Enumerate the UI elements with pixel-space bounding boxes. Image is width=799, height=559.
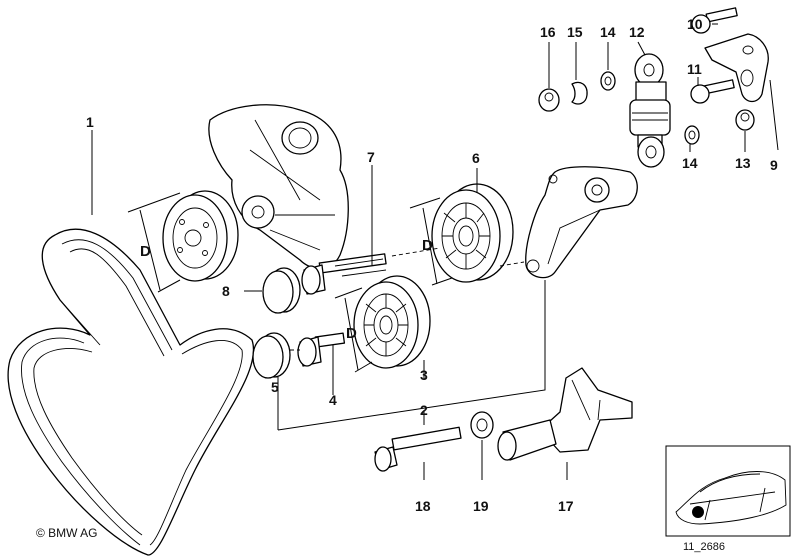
- callout-15[interactable]: 15: [567, 24, 583, 40]
- callout-3[interactable]: 3: [420, 367, 428, 383]
- callout-16[interactable]: 16: [540, 24, 556, 40]
- callout-7[interactable]: 7: [367, 149, 375, 165]
- dimension-d-idler-lower: D: [346, 325, 357, 342]
- callout-13[interactable]: 13: [735, 155, 751, 171]
- assembly-line-6: [391, 247, 441, 257]
- callout-14-upper[interactable]: 14: [600, 24, 616, 40]
- vehicle-locator-thumbnail[interactable]: [665, 445, 791, 537]
- part-16-sleeve[interactable]: [538, 88, 560, 112]
- callout-19[interactable]: 19: [473, 498, 489, 514]
- water-pump: [208, 104, 349, 270]
- dimension-d-pulley: D: [140, 243, 151, 260]
- part-4-bolt[interactable]: [297, 332, 346, 367]
- part-10-bolt[interactable]: [691, 7, 738, 34]
- part-5-cap[interactable]: [252, 332, 291, 379]
- callout-9[interactable]: 9: [770, 157, 778, 173]
- callout-6[interactable]: 6: [472, 150, 480, 166]
- part-12-tensioner[interactable]: [629, 53, 671, 168]
- callout-18[interactable]: 18: [415, 498, 431, 514]
- part-14-washer-upper[interactable]: [600, 71, 616, 91]
- part-17-support[interactable]: [497, 367, 633, 461]
- callout-labels: 1 2 3 4 5 6 7 8 9 10 11 12 13 14 14 15 1…: [86, 16, 778, 514]
- part-18-bolt[interactable]: [374, 426, 462, 472]
- dimension-d-idler-upper: D: [422, 237, 433, 254]
- part-9-bracket[interactable]: [525, 166, 638, 279]
- part-6-idler-pulley[interactable]: [409, 183, 514, 286]
- callout-12[interactable]: 12: [629, 24, 645, 40]
- part-3-idler-pulley[interactable]: [334, 275, 431, 373]
- tensioner-mount-bracket: [704, 33, 769, 103]
- part-15-clip[interactable]: [571, 81, 588, 105]
- part-1-ribbed-belt[interactable]: [7, 228, 255, 556]
- copyright-notice: © BMW AG: [36, 526, 98, 540]
- drawing-reference: 11_2686: [683, 541, 725, 553]
- part-14-washer-lower[interactable]: [684, 125, 700, 145]
- callout-14-lower[interactable]: 14: [682, 155, 698, 171]
- location-marker-icon: [692, 506, 704, 518]
- callout-2[interactable]: 2: [420, 402, 428, 418]
- part-7-bolt[interactable]: [301, 253, 387, 295]
- callout-1[interactable]: 1: [86, 114, 94, 130]
- part-19-washer[interactable]: [470, 411, 494, 439]
- callout-11[interactable]: 11: [687, 61, 702, 77]
- callout-17[interactable]: 17: [558, 498, 574, 514]
- belt-pulley: [127, 190, 239, 293]
- callout-4[interactable]: 4: [329, 392, 337, 408]
- callout-5[interactable]: 5: [271, 379, 279, 395]
- part-11-bolt[interactable]: [690, 79, 735, 104]
- part-8-cap[interactable]: [262, 267, 301, 314]
- callout-10[interactable]: 10: [687, 16, 703, 32]
- part-13-sleeve[interactable]: [735, 109, 755, 131]
- callout-8[interactable]: 8: [222, 283, 230, 299]
- leader-lines: [91, 23, 779, 480]
